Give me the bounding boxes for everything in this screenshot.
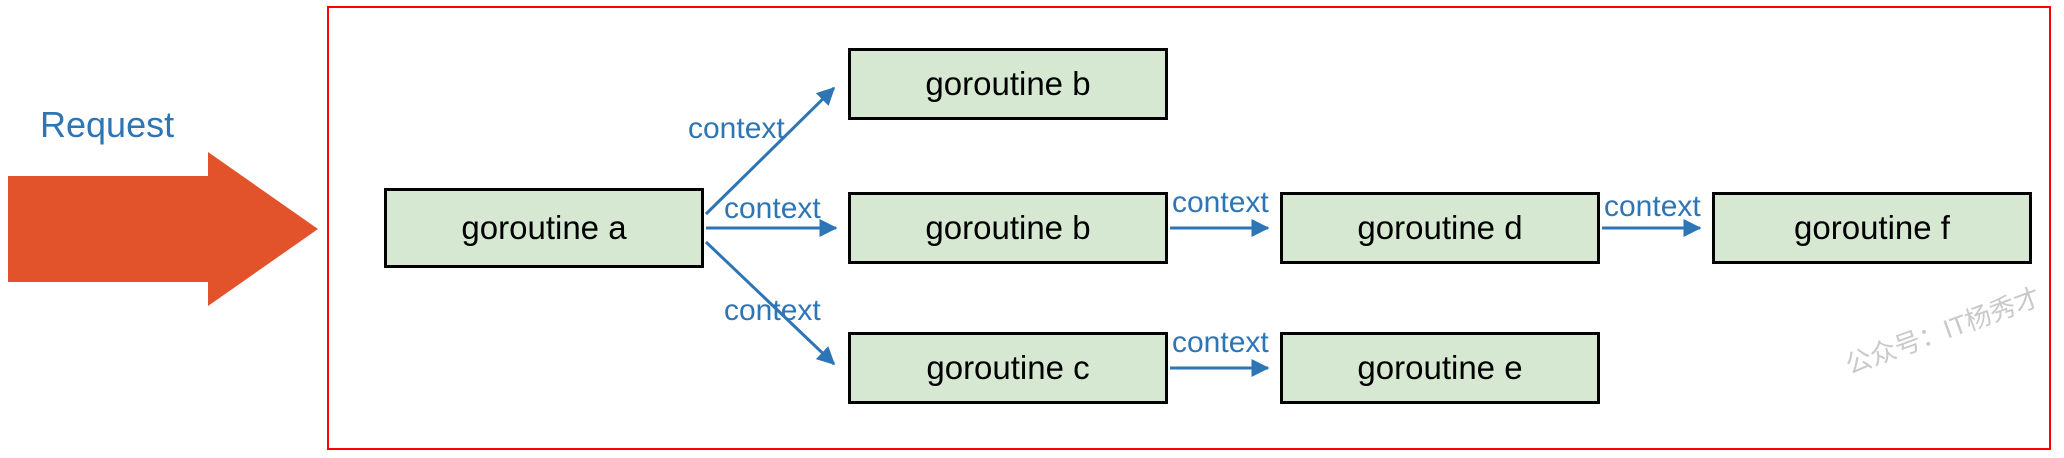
edge-label-context-c-e: context bbox=[1172, 326, 1269, 359]
edge-label-context-a-btop: context bbox=[688, 112, 785, 145]
node-goroutine-e: goroutine e bbox=[1280, 332, 1600, 404]
node-goroutine-c: goroutine c bbox=[848, 332, 1168, 404]
edge-label-context-a-c: context bbox=[724, 294, 821, 327]
request-arrow-icon bbox=[8, 152, 318, 306]
edge-label-context-a-bmid: context bbox=[724, 192, 821, 225]
node-goroutine-f: goroutine f bbox=[1712, 192, 2032, 264]
edge-label-context-d-f: context bbox=[1604, 190, 1701, 223]
request-label: Request bbox=[40, 104, 175, 145]
edge-label-context-bmid-d: context bbox=[1172, 186, 1269, 219]
node-goroutine-b-mid: goroutine b bbox=[848, 192, 1168, 264]
node-goroutine-b-top: goroutine b bbox=[848, 48, 1168, 120]
node-goroutine-d: goroutine d bbox=[1280, 192, 1600, 264]
node-goroutine-a: goroutine a bbox=[384, 188, 704, 268]
